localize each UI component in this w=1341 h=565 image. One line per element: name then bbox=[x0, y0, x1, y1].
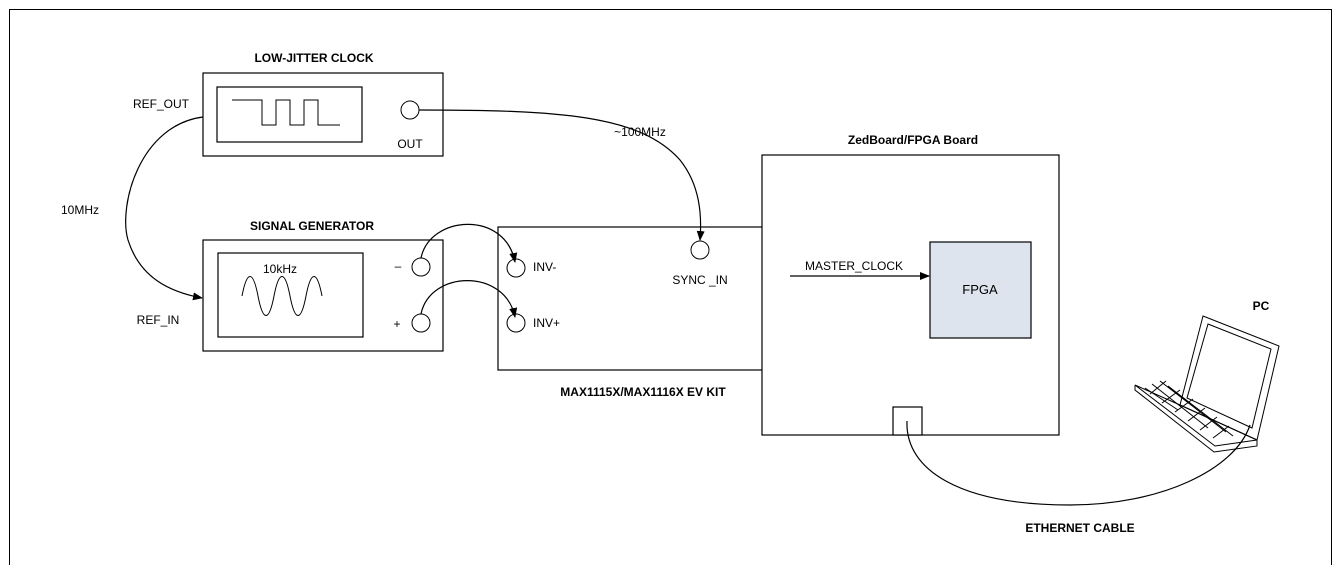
master-clock-label: MASTER_CLOCK bbox=[805, 259, 903, 273]
sync-in-label: SYNC _IN bbox=[672, 273, 727, 287]
siggen-plus-label: + bbox=[393, 317, 400, 331]
ev-kit-title: MAX1115X/MAX1116X EV KIT bbox=[560, 385, 726, 399]
ref-clock-cable bbox=[126, 117, 203, 298]
ref-out-label: REF_OUT bbox=[133, 97, 190, 111]
ref-clock-frequency-label: 10MHz bbox=[61, 203, 99, 217]
ref-in-label: REF_IN bbox=[137, 313, 180, 327]
fpga-board-block: ZedBoard/FPGA Board FPGA bbox=[762, 133, 1059, 435]
pc-block: PC bbox=[1135, 299, 1279, 452]
ev-kit-board bbox=[498, 227, 790, 370]
ev-kit-block: INV- INV+ SYNC _IN MAX1115X/MAX1116X EV … bbox=[498, 227, 790, 399]
ethernet-cable-label: ETHERNET CABLE bbox=[1025, 521, 1134, 535]
pc-title: PC bbox=[1253, 299, 1270, 313]
inv-minus-label: INV- bbox=[533, 260, 556, 274]
siggen-minus-label: – bbox=[395, 259, 402, 273]
clock-title: LOW-JITTER CLOCK bbox=[254, 51, 373, 65]
siggen-title: SIGNAL GENERATOR bbox=[250, 219, 374, 233]
sync-clock-frequency-label: ~100MHz bbox=[614, 125, 666, 139]
signal-generator-block: SIGNAL GENERATOR 10kHz – + bbox=[203, 219, 443, 351]
fpga-chip-label: FPGA bbox=[962, 282, 998, 297]
clock-out-label: OUT bbox=[397, 137, 423, 151]
low-jitter-clock-block: LOW-JITTER CLOCK OUT bbox=[203, 51, 443, 156]
inv-plus-label: INV+ bbox=[533, 316, 560, 330]
siggen-frequency-label: 10kHz bbox=[263, 262, 297, 276]
fpga-board-title: ZedBoard/FPGA Board bbox=[848, 133, 978, 147]
laptop-icon bbox=[1135, 316, 1279, 452]
